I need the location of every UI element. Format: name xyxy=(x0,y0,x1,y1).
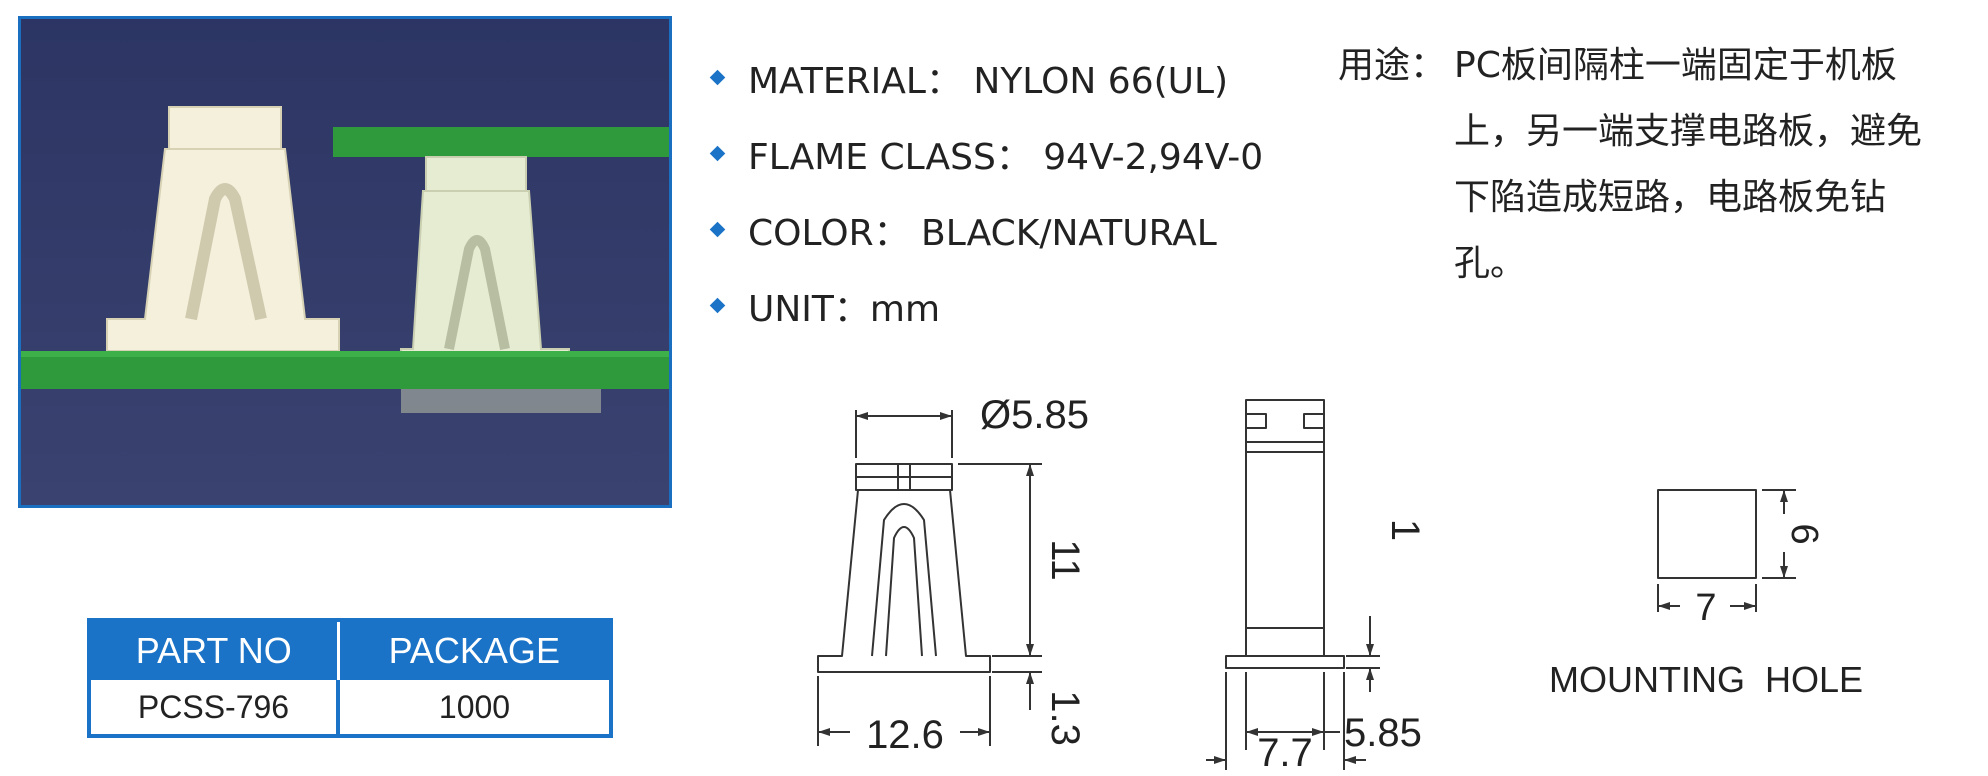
usage-text: PC板间隔柱一端固定于机板 上，另一端支撑电路板，避免 下陷造成短路，电路板免钻… xyxy=(1454,45,1923,284)
table-row: PCSS-796 1000 xyxy=(89,680,611,736)
header-package: PACKAGE xyxy=(338,620,611,680)
front-view xyxy=(817,410,1042,746)
mounting-hole-view xyxy=(1657,489,1796,612)
spacer-right xyxy=(400,156,570,370)
diamond-bullet-icon xyxy=(700,58,740,98)
dim-side-width: 5.85 xyxy=(1344,711,1422,755)
spec-color: COLOR： BLACK/NATURAL xyxy=(700,192,1263,268)
dim-width: 12.6 xyxy=(866,713,944,757)
spec-list: MATERIAL： NYLON 66(UL) FLAME CLASS： 94V-… xyxy=(700,40,1263,344)
photo-illustration xyxy=(21,19,669,505)
mounting-hole-label: MOUNTING HOLE xyxy=(1549,659,1863,700)
part-table: PART NO PACKAGE PCSS-796 1000 xyxy=(87,618,613,738)
dim-side-step: 1 xyxy=(1383,519,1427,541)
usage-label: 用途： xyxy=(1338,45,1447,86)
dim-diameter: Ø5.85 xyxy=(980,393,1089,437)
diamond-bullet-icon xyxy=(700,286,740,326)
cell-package: 1000 xyxy=(438,688,511,725)
dim-hole-height: 6 xyxy=(1783,523,1825,544)
product-photo xyxy=(18,16,672,508)
spec-unit: UNIT：mm xyxy=(700,268,1263,344)
diamond-bullet-icon xyxy=(700,210,740,250)
technical-drawing: Ø5.85 11 1.3 12.6 1 5.85 7.7 6 7 MOUNTIN… xyxy=(817,393,1863,770)
usage-description: 用途： PC板间隔柱一端固定于机板 上，另一端支撑电路板，避免 下陷造成短路，电… xyxy=(1338,36,1922,300)
spec-flame-class: FLAME CLASS： 94V-2,94V-0 xyxy=(700,116,1263,192)
table-header-row: PART NO PACKAGE xyxy=(89,620,611,680)
dim-hole-width: 7 xyxy=(1695,587,1716,629)
dim-height: 11 xyxy=(1043,539,1087,581)
cell-part-no: PCSS-796 xyxy=(89,680,341,736)
dim-base-thickness: 1.3 xyxy=(1043,690,1087,746)
dim-side-total: 7.7 xyxy=(1257,731,1313,770)
diamond-bullet-icon xyxy=(700,134,740,174)
lower-pcb xyxy=(21,351,669,389)
header-part-no: PART NO xyxy=(89,620,340,680)
upper-pcb xyxy=(333,127,669,157)
spec-material: MATERIAL： NYLON 66(UL) xyxy=(700,40,1263,116)
